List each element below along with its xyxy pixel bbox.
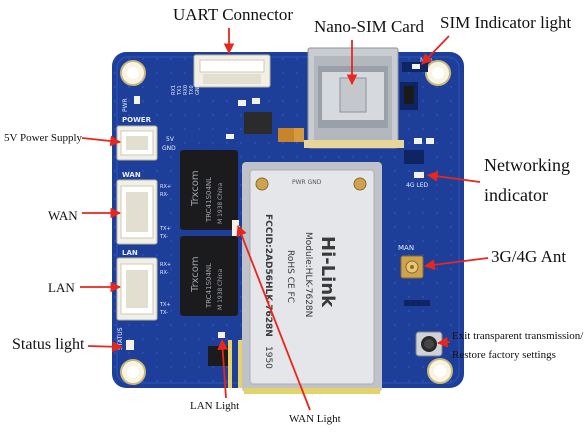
- silkscreen-pwr: PWR: [122, 98, 129, 112]
- label-3g-4g-ant: 3G/4G Ant: [491, 247, 567, 266]
- lan-pin-labels: RX+ RX- TX+ TX-: [159, 262, 171, 316]
- arrow-lan-light: [217, 338, 229, 399]
- module-top-text: PWR GND: [292, 179, 322, 186]
- reset-button: [415, 331, 443, 357]
- net-pin-label: TX+: [159, 302, 171, 308]
- ethernet-transformer: Trxcom TRC41S04NL China M 1938: [180, 236, 238, 316]
- label-wan: WAN: [48, 208, 78, 223]
- uart-pin-label: TX0: [189, 85, 195, 96]
- status-led: [126, 340, 134, 350]
- hlk-7628n-module: PWR GND Hi-Link Module:HLK-7628N RoHS CE…: [242, 162, 382, 394]
- label-exit-transparent-transmission: Exit transparent transmission/: [452, 330, 584, 342]
- label-networking: Networking: [484, 155, 570, 175]
- networking-led: [414, 172, 424, 178]
- label-restore-factory-settings: Restore factory settings: [452, 349, 556, 361]
- uart-pin-label: TX1: [177, 85, 183, 96]
- antenna-ufl-connector: [400, 255, 424, 279]
- silkscreen-lan: LAN: [122, 249, 138, 257]
- transformer-brand: Trxcom: [190, 170, 201, 207]
- label-lan-light: LAN Light: [190, 400, 240, 412]
- module-cert: RoHS CE FC: [285, 250, 295, 303]
- uart-pin-label: RX1: [171, 85, 177, 95]
- silkscreen-gnd: GND: [162, 145, 176, 152]
- transformer-model: TRC41S04NL: [205, 263, 213, 309]
- module-lot: 1950: [263, 346, 273, 369]
- transformer-model: TRC41S04NL: [205, 177, 213, 223]
- arrow-networking: [426, 170, 481, 183]
- uart-pin-label: GND: [195, 83, 201, 95]
- net-pin-label: TX+: [159, 226, 171, 232]
- arrow-status: [87, 341, 124, 353]
- module-fcc: FCCID:2AD56HLK-7628N: [263, 214, 273, 337]
- silkscreen-status: STATUS: [117, 327, 124, 350]
- silkscreen-4g-led: 4G LED: [406, 182, 429, 189]
- callout-arrows: [80, 28, 489, 411]
- net-pin-label: RX+: [160, 262, 171, 268]
- lan-led: [218, 332, 225, 338]
- arrow-ant: [423, 257, 489, 271]
- pin-header: [228, 340, 242, 388]
- antenna-connector: [353, 177, 367, 191]
- module-brand: Hi-Link: [317, 236, 338, 308]
- uart-pin-labels: RX1 TX1 RX0 TX0 GND: [171, 83, 201, 96]
- arrow-5v: [81, 135, 122, 147]
- transformer-origin: China: [217, 269, 224, 286]
- net-pin-label: TX-: [159, 310, 168, 316]
- ethernet-transformer: Trxcom TRC41S04NL China M 1938: [180, 150, 238, 230]
- module-model: Module:HLK-7628N: [303, 232, 313, 317]
- label-nano-sim-card: Nano-SIM Card: [314, 17, 425, 36]
- net-pin-label: TX-: [159, 234, 168, 240]
- label-status-light: Status light: [12, 336, 85, 353]
- arrow-reset: [436, 336, 451, 348]
- label-lan: LAN: [48, 280, 75, 295]
- wan-pin-labels: RX+ RX- TX+ TX-: [159, 184, 171, 240]
- transformer-origin: China: [217, 183, 224, 200]
- silkscreen-power: POWER: [122, 116, 152, 124]
- arrow-wan-light: [236, 224, 311, 411]
- arrow-sim-indicator: [421, 35, 450, 65]
- label-indicator: indicator: [484, 185, 548, 205]
- wan-led: [232, 220, 239, 226]
- uart-pin-label: RX0: [183, 85, 189, 95]
- label-5v-power-supply: 5V Power Supply: [4, 132, 83, 144]
- silkscreen-wan: WAN: [122, 171, 141, 179]
- pwr-led: [134, 96, 140, 104]
- antenna-connector: [255, 177, 269, 191]
- net-pin-label: RX-: [160, 192, 169, 198]
- silkscreen-5v: 5V: [166, 136, 175, 143]
- label-sim-indicator-light: SIM Indicator light: [440, 13, 572, 32]
- net-pin-label: RX-: [160, 270, 169, 276]
- label-wan-light: WAN Light: [289, 413, 341, 425]
- wan-connector: [116, 179, 158, 245]
- lan-connector: [116, 257, 158, 321]
- transformer-brand: Trxcom: [190, 256, 201, 293]
- transformer-lot: M 1938: [217, 201, 224, 224]
- power-connector: [116, 125, 158, 161]
- transformer-lot: M 1938: [217, 287, 224, 310]
- net-pin-label: RX+: [160, 184, 171, 190]
- label-uart-connector: UART Connector: [173, 5, 294, 24]
- sim-card-slot: [304, 47, 404, 149]
- uart-connector: [193, 54, 271, 88]
- sim-led: [412, 64, 420, 69]
- mounting-holes: [120, 60, 453, 385]
- silkscreen-man: MAN: [398, 244, 414, 252]
